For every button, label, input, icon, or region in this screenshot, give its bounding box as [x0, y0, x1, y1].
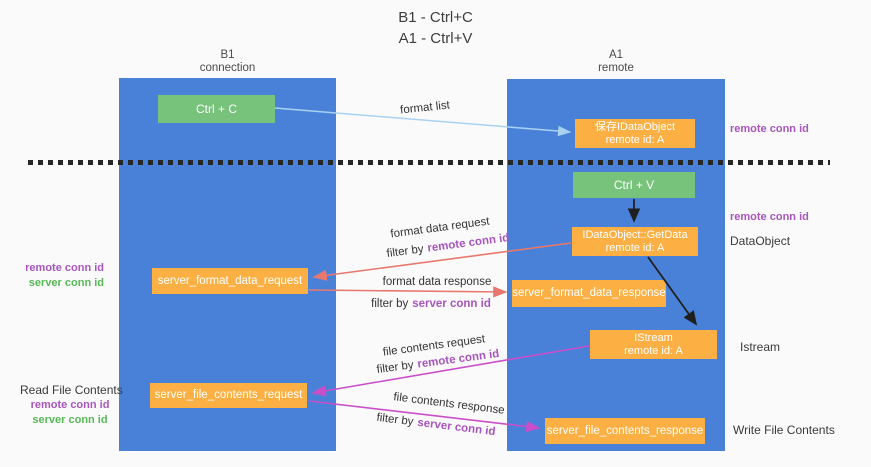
node-ctrl-c-label: Ctrl + C	[195, 101, 237, 116]
left-column-name: B1	[220, 49, 235, 61]
node-save-idataobject: 保存IDataObject remote id: A	[575, 119, 695, 148]
node-server-file-contents-response: server_file_contents_response	[545, 418, 705, 444]
diagram-title: B1 - Ctrl+C A1 - Ctrl+V	[0, 7, 871, 49]
filter-by-text: filter by	[375, 359, 415, 377]
node-ctrl-v: Ctrl + V	[573, 172, 695, 198]
title-line-2: A1 - Ctrl+V	[398, 30, 473, 47]
node-idataobject-getdata-line2: remote id: A	[605, 241, 665, 254]
node-idataobject-getdata: IDataObject::GetData remote id: A	[572, 227, 698, 256]
filter-by-text: filter by	[385, 243, 425, 261]
node-server-format-data-request-label: server_format_data_request	[157, 274, 303, 287]
copy-paste-separator-line	[28, 160, 830, 165]
node-server-format-data-response-label: server_format_data_response	[512, 287, 666, 299]
read-file-contents-stack: Read File Contents remote conn id server…	[20, 383, 123, 428]
node-istream-line1: IStream	[634, 331, 673, 344]
left-column-header: B1 connection	[119, 49, 336, 75]
read-file-contents-label: Read File Contents	[20, 383, 123, 397]
node-server-format-data-request: server_format_data_request	[152, 268, 308, 294]
right-column-header: A1 remote	[507, 49, 725, 75]
server-conn-id-left-bottom: server conn id	[32, 414, 108, 426]
right-column-role: remote	[598, 62, 634, 74]
filter-by-text: filter by	[371, 298, 409, 310]
node-server-file-contents-request: server_file_contents_request	[150, 383, 307, 408]
server-conn-id-text: server conn id	[412, 298, 491, 310]
format-data-response-arrow	[308, 286, 508, 298]
node-ctrl-c: Ctrl + C	[158, 95, 275, 123]
node-ctrl-v-label: Ctrl + V	[613, 177, 655, 192]
remote-conn-id-text: remote conn id	[426, 231, 511, 255]
node-save-idataobject-line2: remote id: A	[605, 133, 665, 146]
node-idataobject-getdata-line1: IDataObject::GetData	[582, 228, 688, 241]
remote-conn-id-right-mid: remote conn id	[730, 211, 809, 223]
server-conn-id-text: server conn id	[416, 416, 497, 439]
server-conn-id-left-mid: server conn id	[28, 277, 104, 289]
remote-conn-id-left-mid: remote conn id	[25, 262, 104, 274]
node-save-idataobject-line1: 保存IDataObject	[594, 120, 676, 133]
node-istream: IStream remote id: A	[590, 330, 717, 359]
node-server-file-contents-response-label: server_file_contents_response	[546, 424, 704, 437]
remote-conn-id-left-bottom: remote conn id	[30, 399, 110, 411]
right-column-name: A1	[608, 49, 624, 61]
title-line-1: B1 - Ctrl+C	[398, 9, 473, 26]
file-contents-response-label: file contents response	[392, 391, 506, 417]
node-server-file-contents-request-label: server_file_contents_request	[154, 389, 303, 401]
write-file-contents-label: Write File Contents	[733, 423, 835, 437]
left-column-role: connection	[199, 62, 256, 74]
node-server-format-data-response: server_format_data_response	[512, 280, 666, 307]
istream-side-label: Istream	[740, 340, 781, 354]
format-list-label: format list	[399, 99, 451, 117]
filter-by-text: filter by	[375, 411, 415, 429]
node-istream-line2: remote id: A	[624, 344, 683, 357]
left-conn-id-stack: remote conn id server conn id	[24, 261, 104, 291]
remote-conn-id-right-top: remote conn id	[730, 123, 809, 135]
dataobject-label: DataObject	[730, 234, 791, 248]
format-data-response-label: format data response	[382, 276, 492, 288]
